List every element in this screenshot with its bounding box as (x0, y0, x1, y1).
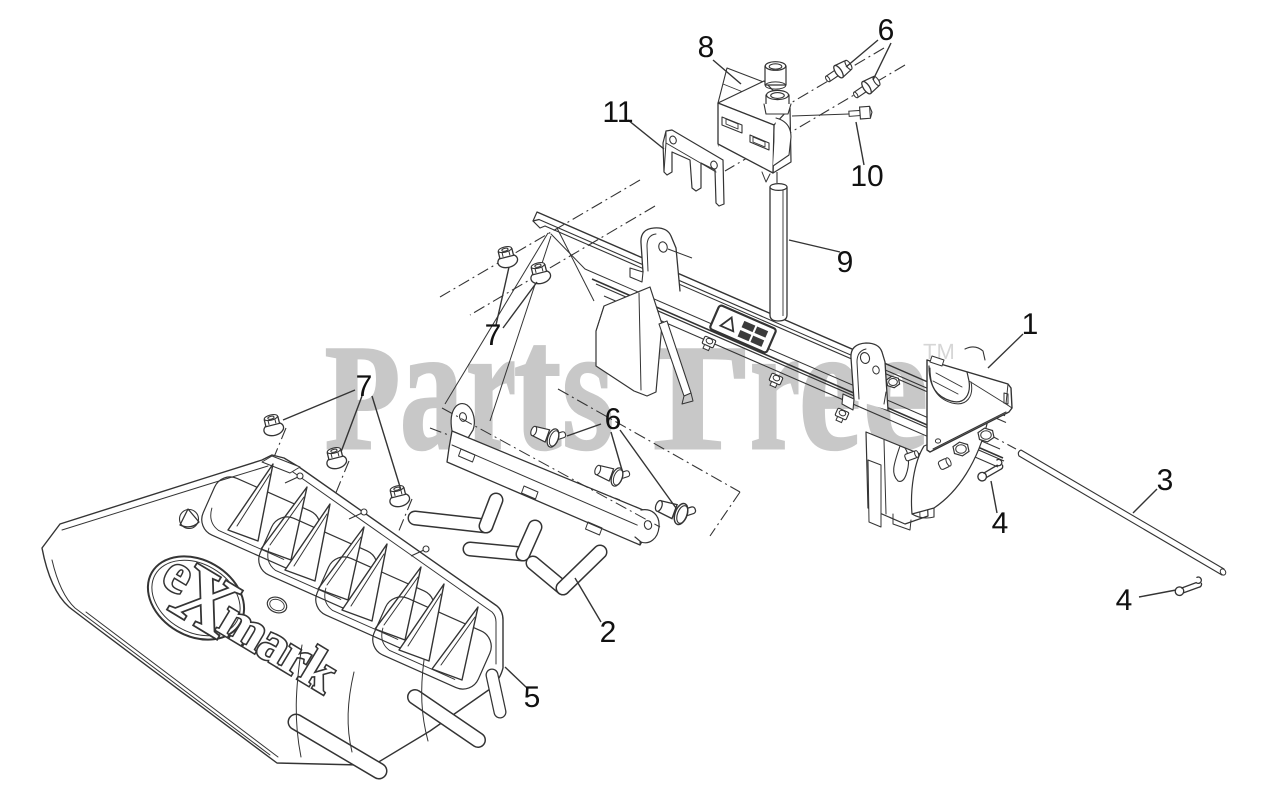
svg-text:4: 4 (992, 507, 1009, 540)
svg-text:11: 11 (602, 96, 633, 129)
svg-text:7: 7 (356, 370, 373, 403)
svg-text:t: t (514, 288, 561, 487)
svg-text:10: 10 (850, 160, 883, 193)
svg-text:1: 1 (1022, 308, 1039, 341)
svg-text:6: 6 (878, 14, 895, 47)
svg-text:8: 8 (698, 31, 715, 64)
svg-text:e: e (799, 288, 861, 487)
svg-text:2: 2 (600, 616, 617, 649)
svg-text:6: 6 (605, 403, 622, 436)
svg-text:4: 4 (1116, 584, 1133, 617)
svg-text:3: 3 (1157, 464, 1174, 497)
svg-text:9: 9 (837, 246, 854, 279)
svg-text:5: 5 (524, 681, 541, 714)
svg-text:7: 7 (485, 319, 502, 352)
